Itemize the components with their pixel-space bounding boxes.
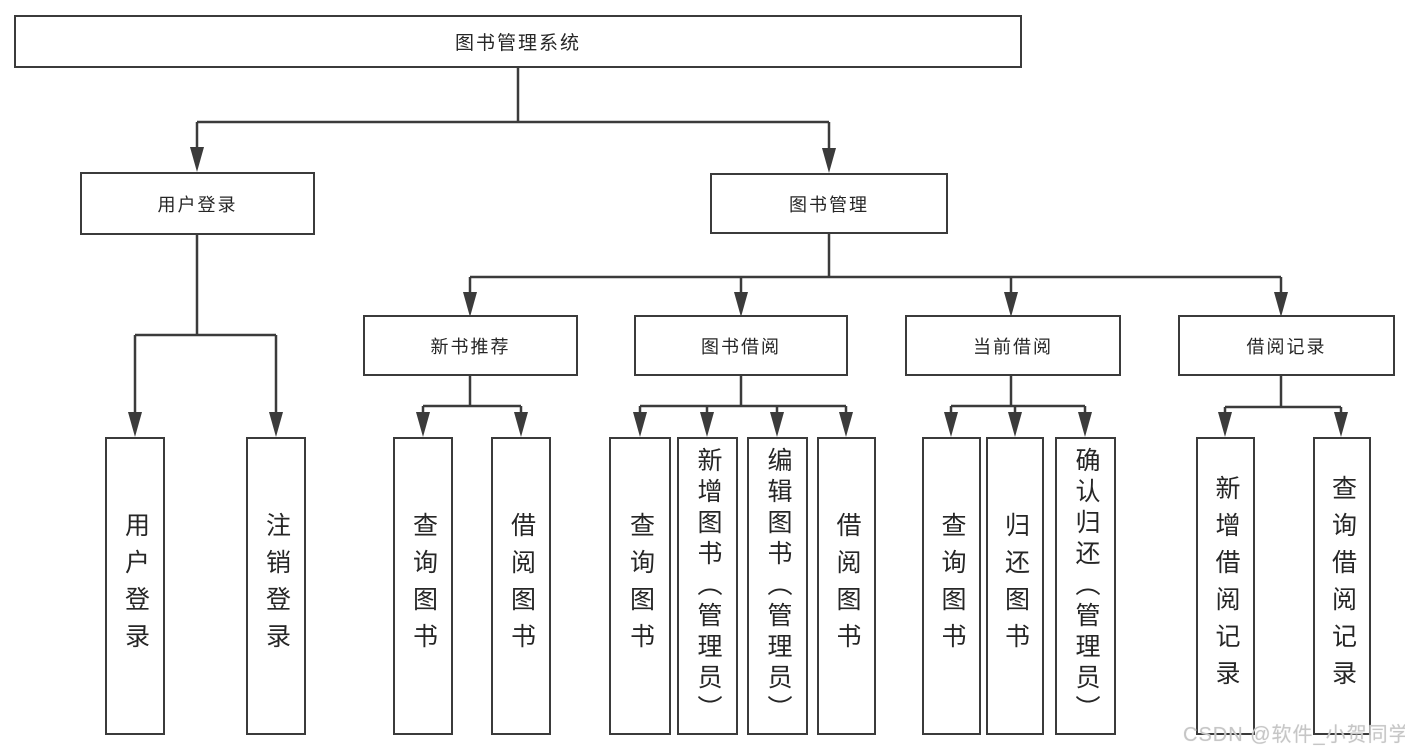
- leaf-query-books-recommend: 查询图书: [393, 437, 453, 735]
- leaf-add-book-admin: 新增图书（管理员）: [677, 437, 738, 735]
- node-user-login-group: 用户登录: [80, 172, 315, 235]
- node-library-management-system: 图书管理系统: [14, 15, 1022, 68]
- node-borrowing-records: 借阅记录: [1178, 315, 1395, 376]
- leaf-add-borrow-record: 新增借阅记录: [1196, 437, 1255, 735]
- arrowheads: [128, 147, 1348, 437]
- leaf-user-login: 用户登录: [105, 437, 165, 735]
- node-current-borrowing: 当前借阅: [905, 315, 1121, 376]
- leaf-query-books-borrowing: 查询图书: [609, 437, 671, 735]
- leaf-logout: 注销登录: [246, 437, 306, 735]
- leaf-query-books-current: 查询图书: [922, 437, 981, 735]
- node-new-book-recommendation: 新书推荐: [363, 315, 578, 376]
- leaf-confirm-return-admin: 确认归还（管理员）: [1055, 437, 1116, 735]
- leaf-borrow-books-recommend: 借阅图书: [491, 437, 551, 735]
- node-book-management: 图书管理: [710, 173, 948, 234]
- leaf-query-borrow-record: 查询借阅记录: [1313, 437, 1371, 735]
- node-book-borrowing: 图书借阅: [634, 315, 848, 376]
- leaf-edit-book-admin: 编辑图书（管理员）: [747, 437, 808, 735]
- csdn-watermark: CSDN @软件_小贺同学: [1183, 724, 1405, 746]
- leaf-return-book: 归还图书: [986, 437, 1044, 735]
- leaf-borrow-books-borrowing: 借阅图书: [817, 437, 876, 735]
